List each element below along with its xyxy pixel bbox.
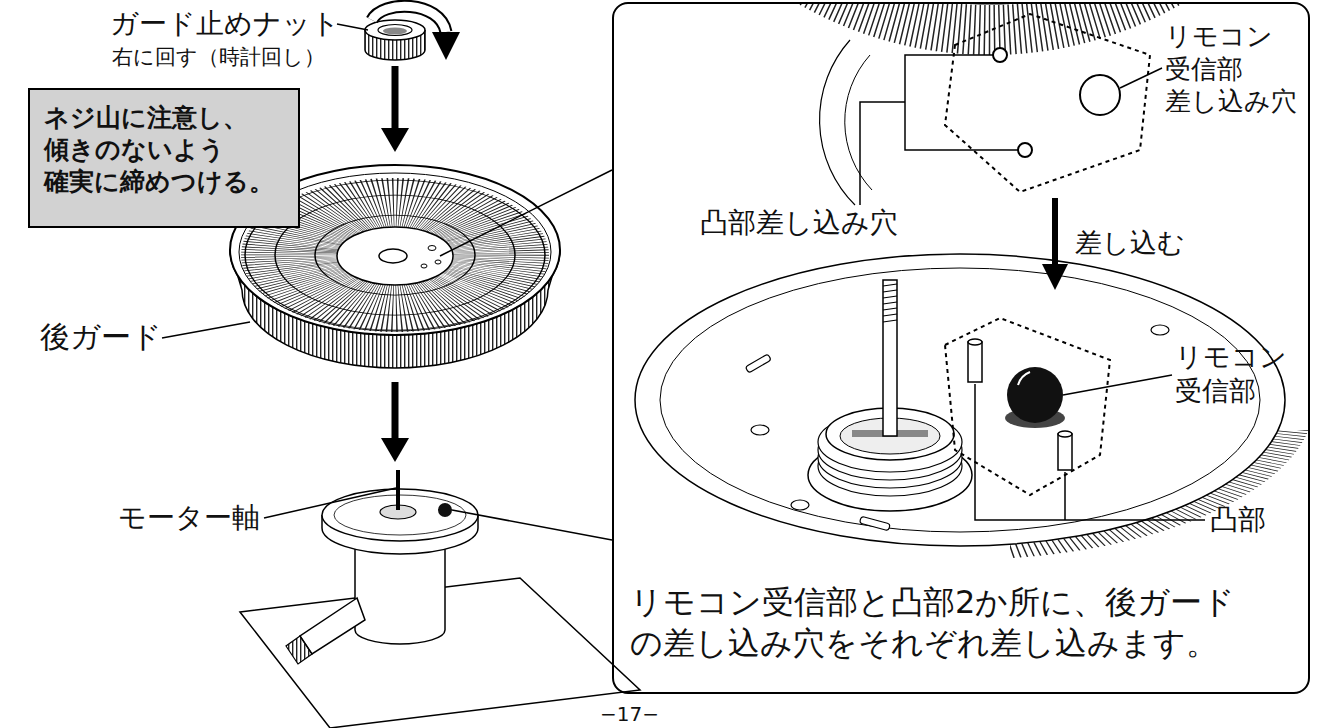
small-hole bbox=[428, 246, 436, 251]
down-arrow bbox=[381, 66, 409, 152]
detail-view bbox=[620, 4, 1308, 553]
boss-hole bbox=[1018, 143, 1032, 157]
motor-top-ring bbox=[660, 268, 1260, 532]
nut-top bbox=[365, 20, 425, 40]
leader-bracket bbox=[975, 384, 1205, 520]
receiver-hole bbox=[1080, 75, 1120, 115]
pin-top bbox=[1058, 431, 1072, 437]
motor-shaft bbox=[883, 280, 897, 436]
shaft-thread bbox=[883, 284, 897, 322]
guard-ring bbox=[315, 215, 475, 295]
part-label: 凸部 bbox=[1210, 502, 1266, 537]
arrow-outline bbox=[372, 6, 446, 32]
arrow-shaft bbox=[392, 382, 399, 440]
boss-pin bbox=[968, 339, 982, 382]
leader-line bbox=[264, 488, 396, 518]
pin-top bbox=[968, 339, 982, 345]
action-label: 差し込む bbox=[1075, 226, 1185, 260]
remote-receiver bbox=[438, 503, 452, 517]
part-label: 後ガード bbox=[40, 318, 162, 356]
part-label: リモコン 受信部 差し込み穴 bbox=[1165, 20, 1305, 118]
page-number: −17− bbox=[600, 702, 659, 727]
rim-hatch bbox=[1010, 430, 1300, 553]
dashed-outline bbox=[945, 318, 1110, 495]
small-hole bbox=[791, 500, 809, 510]
leader-line bbox=[1120, 68, 1162, 88]
arrow-body bbox=[372, 6, 446, 32]
note-box: ネジ山に注意し、 傾きのないよう 確実に締めつける。 bbox=[28, 88, 300, 228]
leader-line bbox=[452, 510, 612, 540]
guard-ring bbox=[275, 195, 515, 315]
down-arrow bbox=[381, 382, 409, 462]
nut-thread bbox=[383, 28, 407, 35]
guard-nut bbox=[365, 20, 425, 60]
dashed-outline bbox=[945, 14, 1150, 192]
arrow-shaft bbox=[392, 66, 399, 130]
arrow-head bbox=[381, 128, 409, 152]
leader-bracket bbox=[860, 55, 1018, 205]
leader-line bbox=[1063, 375, 1172, 395]
pipe-thread bbox=[286, 636, 312, 664]
part-label: モーター軸 bbox=[118, 500, 260, 535]
arrow-head bbox=[1042, 264, 1068, 290]
remote-receiver bbox=[1005, 367, 1065, 428]
boss-hole bbox=[993, 48, 1007, 62]
plate-edge bbox=[845, 55, 872, 190]
motor-pipe bbox=[300, 598, 365, 654]
small-hole bbox=[435, 260, 441, 264]
nut-hole bbox=[378, 25, 412, 36]
rotation-arrow bbox=[372, 6, 460, 60]
callout-text: リモコン受信部と凸部2か所に、後ガード の差し込み穴をそれぞれ差し込みます。 bbox=[630, 582, 1292, 664]
part-label: ガード止めナット bbox=[110, 6, 340, 41]
boss-pin bbox=[1058, 431, 1072, 470]
note-text: ネジ山に注意し、 傾きのないよう 確実に締めつける。 bbox=[44, 102, 288, 198]
pin-body bbox=[1058, 434, 1072, 470]
leader-line bbox=[337, 24, 368, 30]
guard-hub bbox=[337, 227, 453, 285]
pin-body bbox=[968, 342, 982, 382]
leader-line bbox=[440, 170, 612, 256]
plate-edge bbox=[820, 40, 855, 205]
small-hole bbox=[1151, 325, 1169, 335]
part-label: リモコン 受信部 bbox=[1175, 340, 1295, 408]
spoke-band bbox=[290, 203, 500, 308]
arrow-head bbox=[381, 438, 409, 462]
slot bbox=[745, 354, 771, 373]
instruction-label: 右に回す（時計回し） bbox=[112, 44, 325, 70]
hub-hole bbox=[379, 249, 407, 263]
motor-unit bbox=[240, 470, 640, 728]
part-label: 凸部差し込み穴 bbox=[700, 205, 898, 240]
slot bbox=[859, 516, 890, 531]
arrow-shaft bbox=[1052, 198, 1058, 266]
small-hole bbox=[421, 264, 427, 268]
receiver-highlight bbox=[1018, 372, 1030, 385]
receiver-dome bbox=[1007, 367, 1063, 423]
shaft-body bbox=[883, 280, 897, 436]
motor-shaft bbox=[396, 470, 400, 510]
small-hole bbox=[751, 425, 769, 435]
hatch-band bbox=[1010, 430, 1300, 553]
arrow-head bbox=[432, 32, 460, 60]
leader-line bbox=[162, 322, 250, 338]
